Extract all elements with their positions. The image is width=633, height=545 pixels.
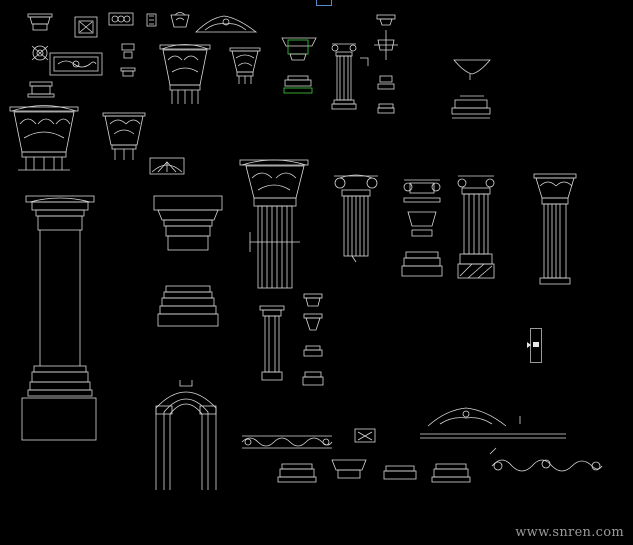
capital-with-selection bbox=[281, 37, 317, 94]
ionic-column-hatched-base bbox=[457, 175, 495, 279]
sunburst-panel bbox=[149, 157, 185, 175]
arched-doorway bbox=[155, 380, 217, 490]
pediment-ornament-top bbox=[195, 15, 258, 33]
scroll-frieze-right bbox=[489, 447, 603, 472]
ionic-column-fluted bbox=[334, 174, 378, 263]
corinthian-column-tall bbox=[239, 159, 309, 289]
corinthian-column-right bbox=[533, 173, 577, 285]
small-base-block bbox=[27, 81, 55, 98]
small-bracket bbox=[146, 13, 157, 27]
tiny-capital-stack bbox=[120, 43, 136, 77]
small-acanthus-capital bbox=[170, 12, 190, 28]
capital-and-base-assembly bbox=[153, 195, 223, 327]
corinthian-capital-medium bbox=[102, 112, 146, 160]
slender-column-small bbox=[259, 305, 285, 381]
corinthian-capital-large-left bbox=[9, 105, 79, 171]
base-mouldings-row bbox=[277, 459, 471, 483]
pediment-ornament-bottom bbox=[420, 407, 566, 439]
scroll-frieze-left bbox=[241, 435, 333, 449]
dome-pendant bbox=[453, 59, 491, 80]
selection-grip-marker[interactable] bbox=[527, 328, 542, 363]
ornament-small-square bbox=[354, 428, 376, 443]
ionic-column-small bbox=[331, 43, 357, 110]
view-cube-indicator[interactable] bbox=[316, 0, 332, 6]
tuscan-column-large bbox=[21, 195, 97, 441]
watermark-text: www.snren.com bbox=[515, 525, 624, 540]
capital-stack-small bbox=[302, 293, 324, 386]
ornament-frieze-panel bbox=[49, 52, 103, 76]
small-capital-block-1 bbox=[27, 13, 53, 31]
grip-arrow-icon bbox=[527, 342, 531, 348]
small-plinth-right bbox=[451, 95, 491, 119]
ornament-square-panel-1 bbox=[74, 16, 98, 38]
corinthian-capital-a bbox=[159, 44, 211, 104]
ionic-capital-and-base bbox=[401, 179, 443, 277]
capital-detail-dimensioned bbox=[374, 14, 398, 114]
grip-point-icon bbox=[533, 342, 539, 347]
dimension-callout-small bbox=[360, 57, 369, 66]
corinthian-capital-b bbox=[229, 47, 261, 84]
ornament-rosette-panel bbox=[108, 12, 134, 26]
medallion-scroll bbox=[31, 45, 49, 61]
